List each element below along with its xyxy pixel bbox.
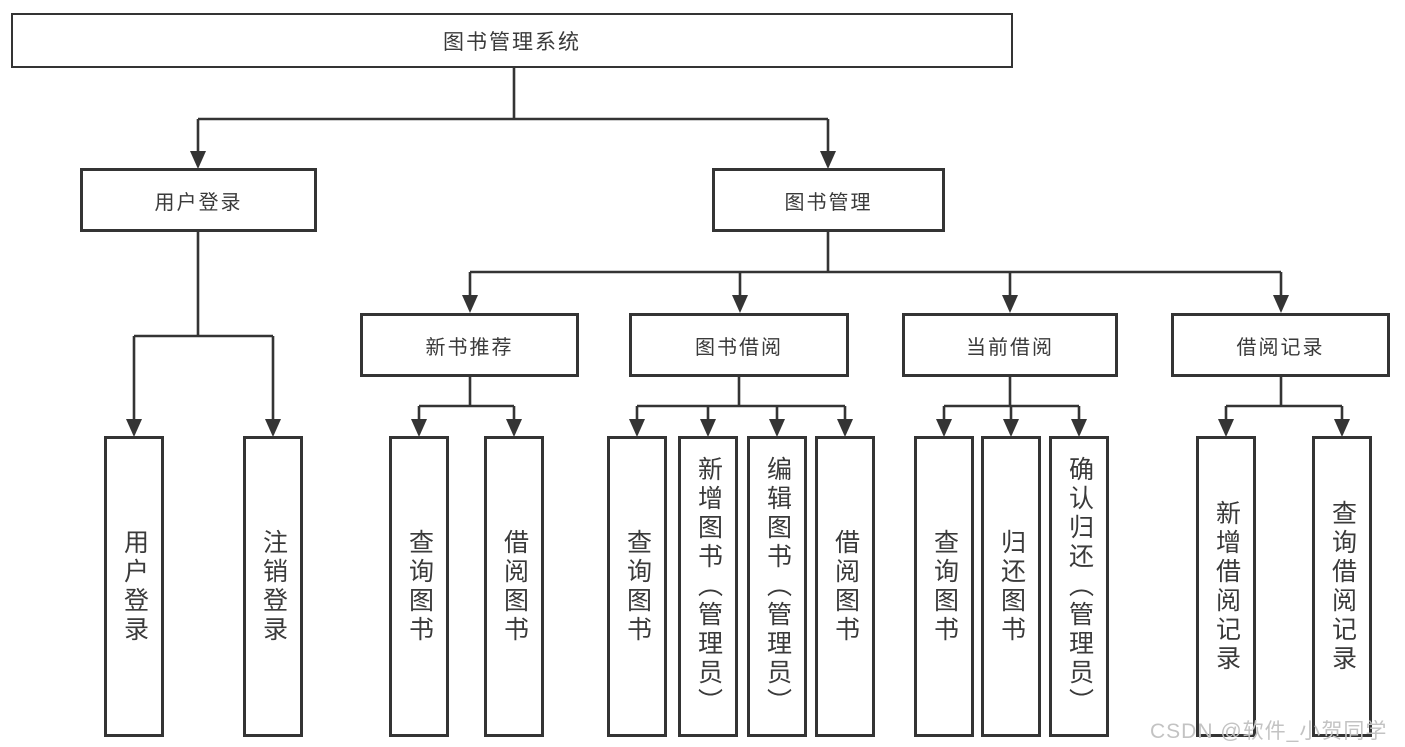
leaf-logout: 注销登录 <box>243 436 303 737</box>
leaf-query-books-2: 查询图书 <box>607 436 667 737</box>
node-book-borrowing: 图书借阅 <box>629 313 849 377</box>
arrowhead-icons <box>126 151 1350 437</box>
leaf-edit-book-admin: 编辑图书（管理员） <box>747 436 807 737</box>
leaf-add-borrow-record: 新增借阅记录 <box>1196 436 1256 737</box>
node-new-book-recommend: 新书推荐 <box>360 313 579 377</box>
node-borrow-records: 借阅记录 <box>1171 313 1390 377</box>
node-book-management: 图书管理 <box>712 168 945 232</box>
node-root-library-system: 图书管理系统 <box>11 13 1013 68</box>
leaf-add-book-admin: 新增图书（管理员） <box>678 436 738 737</box>
leaf-borrow-books-2: 借阅图书 <box>815 436 875 737</box>
leaf-confirm-return-admin: 确认归还（管理员） <box>1049 436 1109 737</box>
connector-lines <box>132 68 1344 422</box>
leaf-query-borrow-record: 查询借阅记录 <box>1312 436 1372 737</box>
leaf-return-books: 归还图书 <box>981 436 1041 737</box>
node-current-borrowing: 当前借阅 <box>902 313 1118 377</box>
node-user-login: 用户登录 <box>80 168 317 232</box>
leaf-user-login: 用户登录 <box>104 436 164 737</box>
leaf-query-books-1: 查询图书 <box>389 436 449 737</box>
leaf-query-books-3: 查询图书 <box>914 436 974 737</box>
watermark-text: CSDN @软件_小贺同学 <box>1150 720 1388 743</box>
leaf-borrow-books-1: 借阅图书 <box>484 436 544 737</box>
